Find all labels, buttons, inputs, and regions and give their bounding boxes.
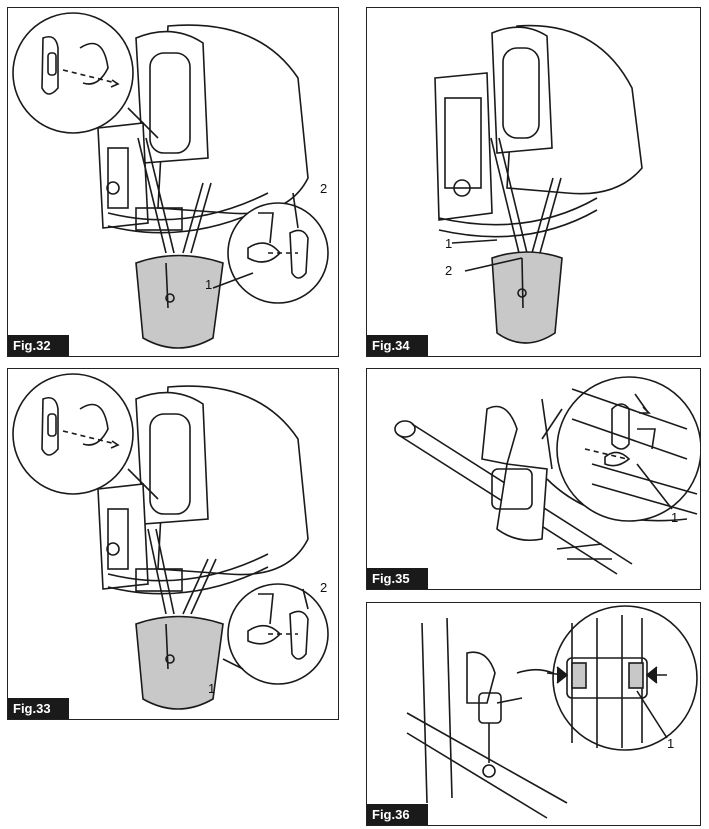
callout-1: 1: [445, 236, 453, 251]
figure-34-panel: 1 2 Fig.34: [366, 7, 701, 357]
harness-hook-illustration: [12, 12, 329, 349]
figure-label: Fig.34: [367, 335, 428, 356]
figure-label: Fig.32: [8, 335, 69, 356]
figure-35-panel: 1 Fig.35: [366, 368, 701, 590]
figure-32-panel: 1 2 Fig.32: [7, 7, 339, 357]
callout-1: 1: [667, 736, 675, 751]
harness-hook-illustration: [434, 24, 643, 344]
hook-attach-illustration: [394, 376, 700, 575]
figure-33-panel: 1 2 Fig.33: [7, 368, 339, 720]
figure-36-panel: 1 Fig.36: [366, 602, 701, 826]
callout-2: 2: [445, 263, 453, 278]
quick-release-illustration: [406, 605, 698, 819]
figure-label: Fig.33: [8, 698, 69, 719]
figure-label: Fig.35: [367, 568, 428, 589]
callout-1: 1: [205, 277, 213, 292]
figure-label: Fig.36: [367, 804, 428, 825]
harness-hook-illustration: [12, 373, 329, 710]
callout-1: 1: [208, 681, 216, 696]
callout-2: 2: [320, 580, 328, 595]
callout-2: 2: [320, 181, 328, 196]
callout-1: 1: [671, 510, 679, 525]
